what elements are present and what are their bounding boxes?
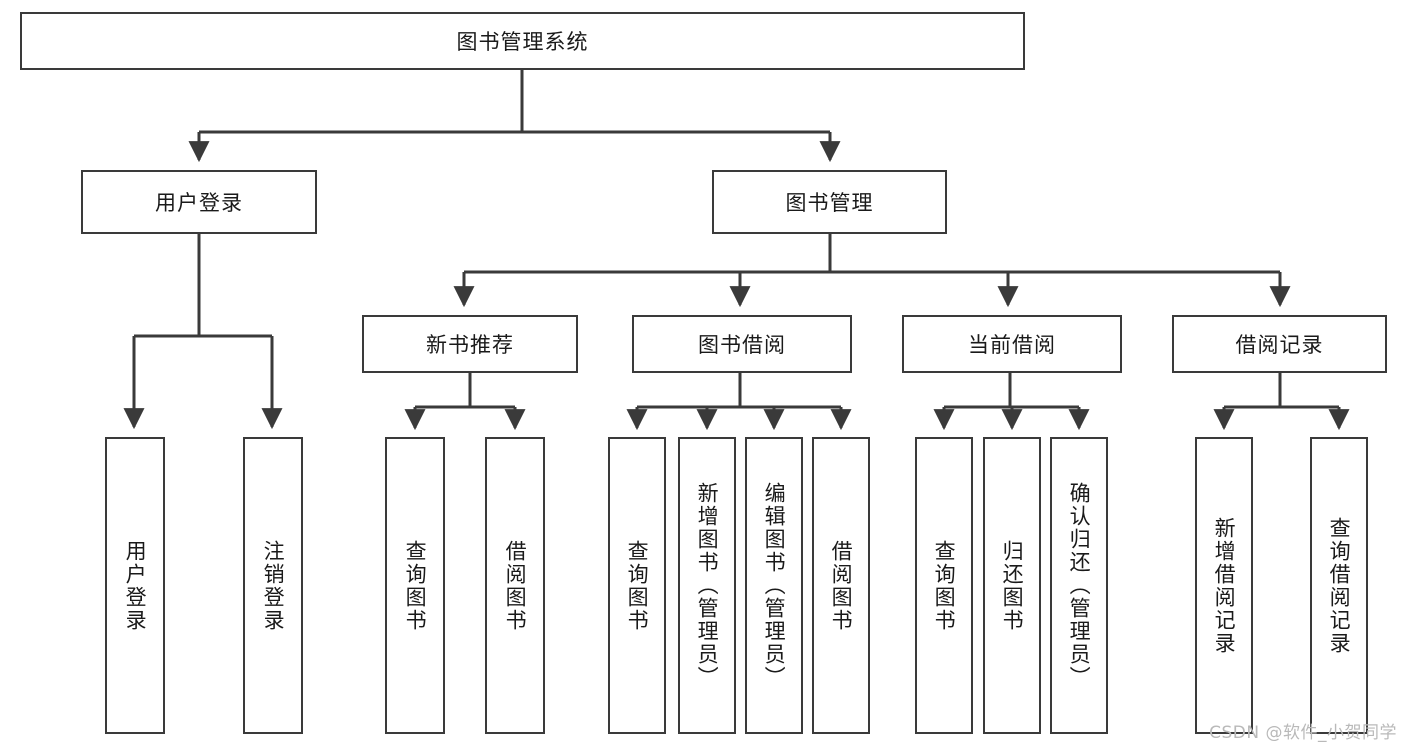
node-borrow-record[interactable]: 借阅记录 [1172,315,1387,373]
leaf-query-book-borrow[interactable]: 查询图书 [608,437,666,734]
leaf-user-logout[interactable]: 注销登录 [243,437,303,734]
leaf-add-borrow-record[interactable]: 新增借阅记录 [1195,437,1253,734]
node-new-book-recommend-label: 新书推荐 [426,333,514,357]
node-new-book-recommend[interactable]: 新书推荐 [362,315,578,373]
leaf-user-logout-label: 注销登录 [261,539,286,632]
node-current-borrow-label: 当前借阅 [968,333,1056,357]
leaf-edit-book-admin-label: 编辑图书（管理员） [762,482,787,689]
leaf-borrow-book[interactable]: 借阅图书 [812,437,870,734]
leaf-add-book-admin-label: 新增图书（管理员） [695,482,720,689]
leaf-edit-book-admin[interactable]: 编辑图书（管理员） [745,437,803,734]
leaf-query-book-current[interactable]: 查询图书 [915,437,973,734]
leaf-user-login[interactable]: 用户登录 [105,437,165,734]
node-book-borrow-label: 图书借阅 [698,333,786,357]
leaf-query-borrow-record-label: 查询借阅记录 [1327,516,1352,655]
leaf-query-book-recommend-label: 查询图书 [403,539,428,632]
node-current-borrow[interactable]: 当前借阅 [902,315,1122,373]
leaf-confirm-return-admin[interactable]: 确认归还（管理员） [1050,437,1108,734]
node-user-login-label: 用户登录 [155,191,243,215]
node-book-manage[interactable]: 图书管理 [712,170,947,234]
leaf-borrow-book-recommend-label: 借阅图书 [503,539,528,632]
leaf-query-book-borrow-label: 查询图书 [625,539,650,632]
node-borrow-record-label: 借阅记录 [1235,333,1324,357]
leaf-return-book[interactable]: 归还图书 [983,437,1041,734]
node-root[interactable]: 图书管理系统 [20,12,1025,70]
leaf-borrow-book-recommend[interactable]: 借阅图书 [485,437,545,734]
node-book-borrow[interactable]: 图书借阅 [632,315,852,373]
leaf-confirm-return-admin-label: 确认归还（管理员） [1067,482,1092,689]
leaf-user-login-label: 用户登录 [123,539,148,632]
leaf-query-book-recommend[interactable]: 查询图书 [385,437,445,734]
leaf-return-book-label: 归还图书 [1000,539,1025,632]
node-user-login[interactable]: 用户登录 [81,170,317,234]
leaf-borrow-book-label: 借阅图书 [829,539,854,632]
leaf-add-borrow-record-label: 新增借阅记录 [1212,516,1237,655]
watermark-text: CSDN @软件_小贺同学 [1209,723,1397,743]
leaf-query-borrow-record[interactable]: 查询借阅记录 [1310,437,1368,734]
leaf-add-book-admin[interactable]: 新增图书（管理员） [678,437,736,734]
node-root-label: 图书管理系统 [456,30,589,54]
leaf-query-book-current-label: 查询图书 [932,539,957,632]
node-book-manage-label: 图书管理 [785,191,874,215]
